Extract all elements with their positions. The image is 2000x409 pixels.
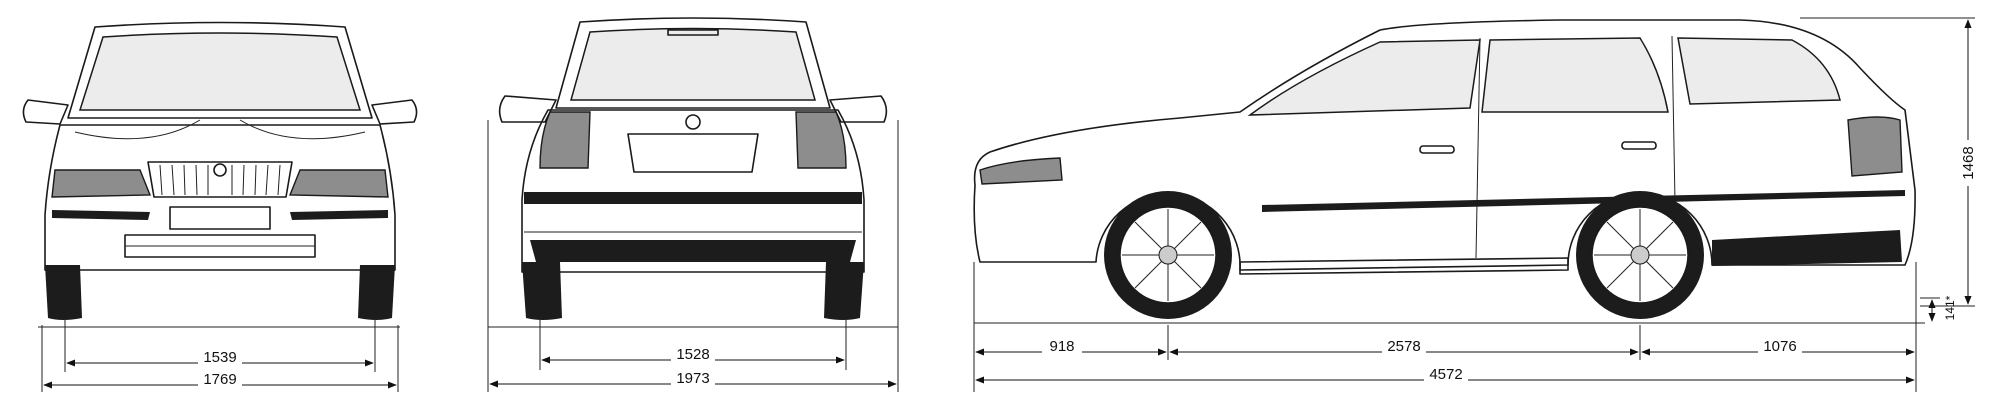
- side-height-label: 1468: [1960, 146, 1977, 179]
- front-view: 1539 1769: [22, 21, 418, 392]
- rear-track-label: 1528: [676, 346, 709, 363]
- side-wheelbase-label: 2578: [1387, 338, 1420, 355]
- side-ground-clearance-label: 141*: [1943, 295, 1957, 320]
- side-rear-overhang-label: 1076: [1763, 338, 1796, 355]
- front-track-label: 1539: [203, 349, 236, 366]
- side-length-label: 4572: [1429, 366, 1462, 383]
- front-wheel: [1104, 191, 1232, 319]
- side-front-overhang-label: 918: [1049, 338, 1074, 355]
- rear-width-label: 1973: [676, 370, 709, 387]
- side-view: 918 2578 1076 4572 1468 141*: [973, 17, 1977, 392]
- rear-wheel: [1576, 191, 1704, 319]
- rear-view: 1528 1973: [487, 17, 899, 392]
- front-width-label: 1769: [203, 371, 236, 388]
